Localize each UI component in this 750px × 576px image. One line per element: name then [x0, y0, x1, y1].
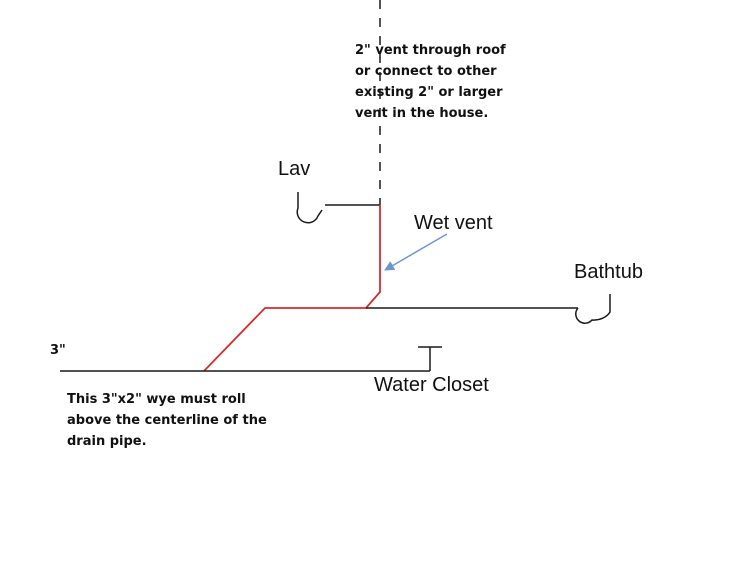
- pipe-size-label: 3": [50, 343, 66, 358]
- vent-note-line: existing 2" or larger: [355, 85, 503, 100]
- bathtub-label: Bathtub: [574, 261, 643, 283]
- wet-vent-arrow: [384, 233, 448, 271]
- vent-note-line: vent in the house.: [355, 106, 489, 121]
- lav-trap: [296, 192, 323, 224]
- vent-note-line: 2" vent through roof: [355, 43, 506, 58]
- wye-note: This 3"x2" wye must roll above the cente…: [67, 389, 267, 452]
- bathtub-trap: [575, 294, 611, 324]
- lav-label: Lav: [278, 158, 311, 180]
- vent-note-line: or connect to other: [355, 64, 497, 79]
- wet-vent-line: [203, 205, 381, 372]
- wye-note-line: This 3"x2" wye must roll: [67, 392, 246, 407]
- wye-note-line: drain pipe.: [67, 434, 147, 449]
- vent-note: 2" vent through roof or connect to other…: [355, 40, 506, 124]
- wye-note-line: above the centerline of the: [67, 413, 267, 428]
- water-closet-label: Water Closet: [374, 374, 489, 396]
- wet-vent-label: Wet vent: [414, 212, 493, 234]
